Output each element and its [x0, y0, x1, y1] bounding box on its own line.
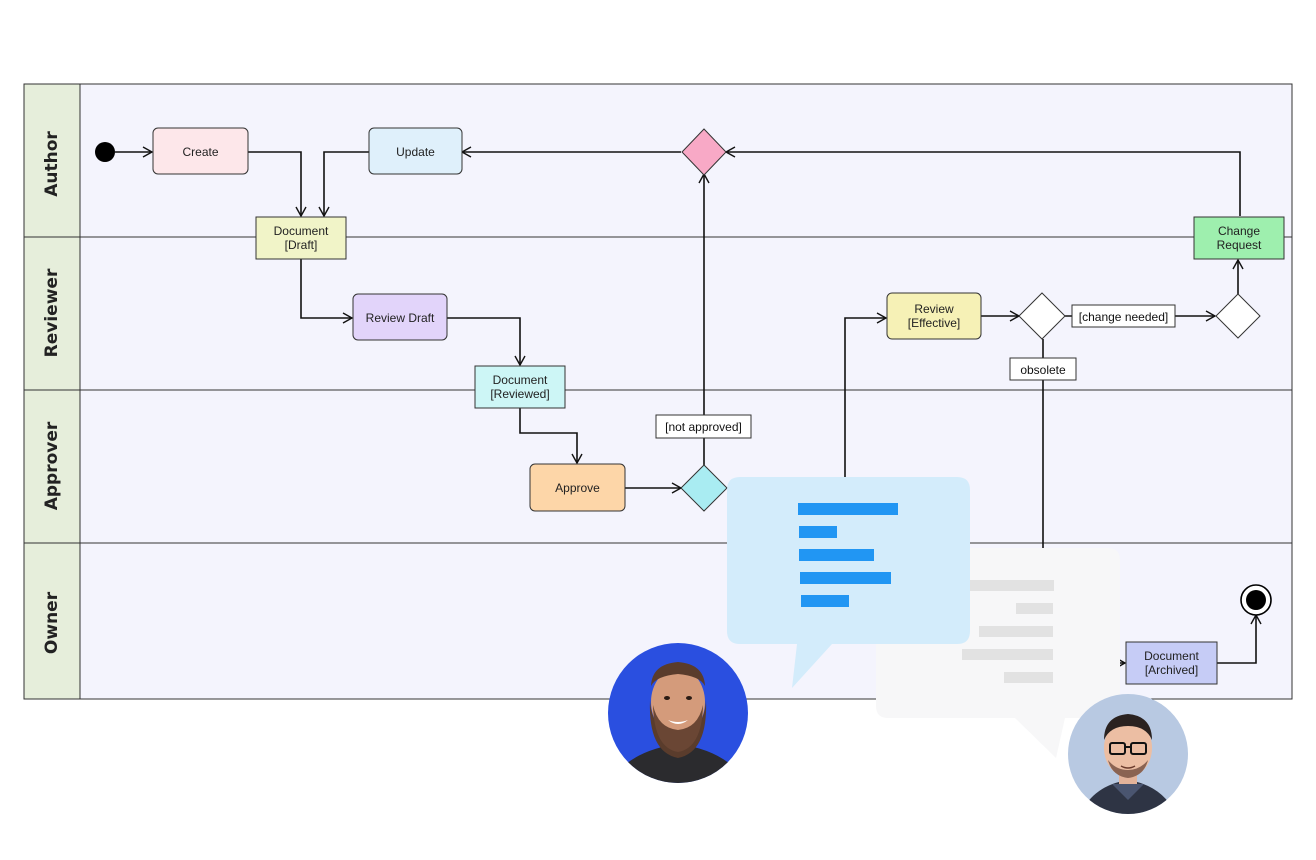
- blue-bubble-bar: [799, 526, 837, 538]
- bearded-man-avatar: [608, 643, 748, 783]
- gray-bubble-bar: [962, 649, 1053, 660]
- lane-reviewer-header: [23, 236, 81, 391]
- node-create-label: Create: [182, 145, 218, 159]
- flow-update-to-draft: [318, 151, 369, 218]
- node-update[interactable]: Update: [368, 127, 463, 175]
- node-document-draft-line1: Document: [274, 224, 329, 238]
- lane-author-body: [79, 83, 1293, 238]
- node-document-draft[interactable]: Document [Draft]: [255, 216, 347, 260]
- flow-archived-to-end: [1217, 613, 1262, 664]
- node-document-archived[interactable]: Document [Archived]: [1125, 641, 1218, 685]
- lane-reviewer-title: Reviewer: [42, 268, 62, 357]
- lane-author-header: [23, 83, 81, 238]
- node-document-reviewed-line2: [Reviewed]: [490, 387, 549, 401]
- node-review-effective[interactable]: Review [Effective]: [886, 292, 982, 340]
- flow-draft-to-review: [300, 259, 354, 324]
- guard-not-approved: [not approved]: [655, 414, 752, 439]
- flow-create-to-draft: [248, 151, 307, 218]
- decision-author[interactable]: [681, 128, 727, 176]
- node-review-draft[interactable]: Review Draft: [352, 293, 448, 341]
- lane-owner-title: Owner: [42, 591, 62, 654]
- gray-bubble-bar: [1004, 672, 1053, 683]
- lane-owner-header: [23, 542, 81, 700]
- lane-approver-body: [79, 389, 1293, 544]
- guard-change-needed-text: [change needed]: [1079, 310, 1168, 324]
- gray-bubble-bar: [979, 626, 1053, 637]
- guard-not-approved-text: [not approved]: [665, 420, 742, 434]
- blue-speech-bubble: [727, 477, 970, 688]
- node-approve[interactable]: Approve: [529, 463, 626, 512]
- node-document-reviewed[interactable]: Document [Reviewed]: [474, 365, 566, 409]
- node-review-draft-label: Review Draft: [366, 311, 435, 325]
- node-change-request-line2: Request: [1217, 238, 1262, 252]
- node-review-effective-line2: [Effective]: [908, 316, 960, 330]
- lane-approver: Approver: [23, 389, 1293, 544]
- lane-approver-title: Approver: [42, 421, 62, 510]
- node-change-request-line1: Change: [1218, 224, 1260, 238]
- gray-bubble-bar: [970, 580, 1054, 591]
- flow-change-request-to-decision: [724, 146, 1241, 216]
- lane-approver-header: [23, 389, 81, 544]
- initial-node-icon: [95, 142, 115, 162]
- guard-obsolete-text: obsolete: [1020, 363, 1066, 377]
- node-document-draft-line2: [Draft]: [285, 238, 318, 252]
- node-document-archived-line1: Document: [1144, 649, 1199, 663]
- decision-change[interactable]: [1215, 293, 1261, 339]
- blue-bubble-bar: [798, 503, 898, 515]
- guard-change-needed: [change needed]: [1071, 304, 1176, 328]
- node-change-request[interactable]: Change Request: [1193, 216, 1285, 260]
- node-create[interactable]: Create: [152, 127, 249, 175]
- node-update-label: Update: [396, 145, 435, 159]
- guard-obsolete: obsolete: [1009, 357, 1077, 381]
- node-review-effective-line1: Review: [914, 302, 954, 316]
- lane-author-title: Author: [42, 131, 62, 197]
- blue-bubble-bar: [799, 549, 874, 561]
- blue-bubble-bar: [801, 595, 849, 607]
- node-document-reviewed-line1: Document: [493, 373, 548, 387]
- lane-author: Author: [23, 83, 1293, 238]
- man-with-glasses-avatar: [1068, 694, 1188, 814]
- final-node-icon: [1240, 584, 1272, 616]
- decision-effective[interactable]: [1018, 292, 1066, 340]
- blue-bubble-bar: [800, 572, 891, 584]
- flow-reviewed-to-approve: [519, 408, 583, 465]
- node-document-archived-line2: [Archived]: [1145, 663, 1198, 677]
- decision-approval[interactable]: [680, 464, 728, 512]
- flow-review-to-reviewed: [447, 317, 526, 367]
- node-approve-label: Approve: [555, 481, 600, 495]
- gray-bubble-bar: [1016, 603, 1053, 614]
